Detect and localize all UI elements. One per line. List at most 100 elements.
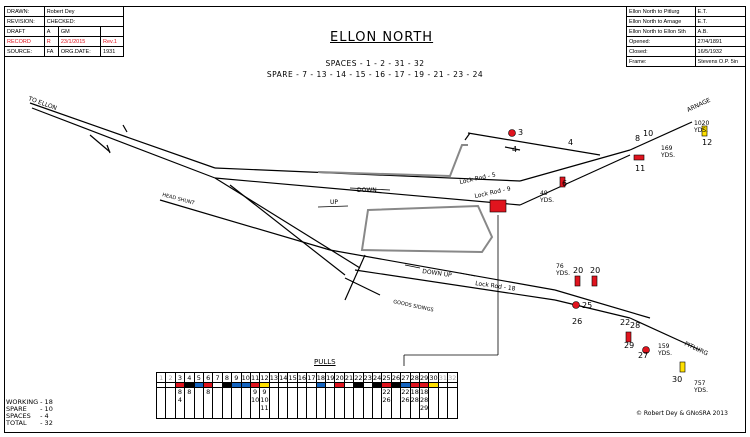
track-main-upper bbox=[29, 102, 216, 169]
lever-pulls bbox=[240, 387, 251, 419]
lever-label-20b: 20 bbox=[590, 266, 600, 275]
signal-25 bbox=[572, 301, 580, 309]
lever-pulls bbox=[343, 387, 355, 419]
lever-label-10: 10 bbox=[643, 129, 653, 138]
lever-pulls bbox=[362, 387, 374, 419]
track-goods-sidings bbox=[344, 277, 381, 296]
spare-line: SPARE - 7 - 13 - 14 - 15 - 16 - 17 - 19 … bbox=[266, 70, 484, 79]
lever-label-12: 12 bbox=[702, 138, 712, 147]
signal-11 bbox=[633, 154, 645, 161]
track-goods-spur bbox=[344, 254, 366, 301]
yds-1020-value: 1020 bbox=[694, 120, 709, 127]
lever-label-11: 11 bbox=[635, 164, 645, 173]
yds-76-value: 76 bbox=[556, 263, 564, 270]
pulls-title: PULLS bbox=[314, 358, 336, 366]
lever-number: 14 bbox=[278, 372, 289, 383]
lever-pulls bbox=[437, 387, 449, 419]
track-down-arnage bbox=[519, 149, 631, 182]
lever-pulls bbox=[193, 387, 204, 419]
track-lower-branch bbox=[214, 177, 361, 269]
lever-number: 13 bbox=[268, 372, 280, 383]
label-lock-rod-9: Lock Rod - 9 bbox=[474, 185, 512, 200]
lever-pulls bbox=[212, 387, 223, 419]
lever-number: 22 bbox=[353, 372, 364, 383]
lever-number: 5 bbox=[193, 372, 204, 383]
lever-label-20a: 20 bbox=[573, 266, 583, 275]
lever-label-27: 27 bbox=[638, 351, 648, 360]
track-pitlurg-1 bbox=[554, 289, 651, 319]
drawing-frame bbox=[4, 6, 746, 433]
lever-number: 1 bbox=[155, 372, 167, 383]
lever-label-6: 6 bbox=[562, 179, 567, 188]
lever-number: 3 bbox=[174, 372, 186, 383]
track-top-siding bbox=[467, 132, 601, 156]
yds-49-value: 49 bbox=[540, 190, 548, 197]
lever-number: 27 bbox=[400, 372, 411, 383]
lever-pulls: 8 bbox=[202, 387, 214, 419]
lever-number: 24 bbox=[371, 372, 383, 383]
count-value: - 4 bbox=[40, 412, 49, 420]
label-lock-rod-5: Lock Rod - 5 bbox=[459, 171, 497, 186]
buffer-stop-2 bbox=[122, 124, 128, 133]
track-siding-branch bbox=[504, 146, 521, 151]
lever-pulls bbox=[390, 387, 402, 419]
lever-number: 15 bbox=[287, 372, 298, 383]
lever-pulls bbox=[221, 387, 233, 419]
signal-30 bbox=[679, 361, 686, 373]
lever-number: 23 bbox=[362, 372, 374, 383]
lever-pulls bbox=[287, 387, 298, 419]
signal-6 bbox=[559, 176, 566, 188]
yds-49-unit: YDS. bbox=[539, 197, 554, 204]
lever-number: 2 bbox=[165, 372, 176, 383]
yds-1020-unit: YDS. bbox=[693, 127, 708, 134]
buffer-stop-3 bbox=[106, 144, 111, 154]
lever-pulls bbox=[296, 387, 308, 419]
lever-number: 31 bbox=[437, 372, 449, 383]
track-up-arnage bbox=[519, 154, 631, 206]
lever-pulls bbox=[165, 387, 176, 419]
signal-20a bbox=[574, 275, 581, 287]
lever-pulls bbox=[155, 387, 167, 419]
track-pitlurg-lower bbox=[354, 269, 556, 301]
yds-757-value: 757 bbox=[694, 380, 706, 387]
orig-date-value: 1931 bbox=[100, 46, 124, 57]
page-title: ELLON NORTH bbox=[330, 30, 434, 45]
label-to-pitlurg: PITLURG bbox=[683, 340, 709, 357]
lever-number: 4 bbox=[184, 372, 195, 383]
track-up-main bbox=[214, 177, 521, 206]
signal-12 bbox=[701, 125, 708, 137]
count-value: - 10 bbox=[40, 405, 53, 413]
lever-label-22: 22 bbox=[620, 318, 630, 327]
lever-number: 19 bbox=[325, 372, 336, 383]
label-goods-sidings: GOODS SIDINGS bbox=[393, 299, 434, 313]
yds-169-unit: YDS. bbox=[660, 152, 675, 159]
track-lower-branch-2 bbox=[229, 184, 346, 276]
yds-159-value: 159 bbox=[658, 343, 670, 350]
count-value: - 32 bbox=[40, 419, 53, 427]
lever-number: 10 bbox=[240, 372, 251, 383]
up-arrow bbox=[317, 205, 349, 208]
yds-159-unit: YDS. bbox=[657, 350, 672, 357]
yds-757-unit: YDS. bbox=[693, 387, 708, 394]
count-value: - 18 bbox=[40, 398, 53, 406]
frame-value: Stevens O.P. 5in bbox=[694, 56, 747, 67]
down-arrow bbox=[349, 187, 391, 191]
count-label: SPARE bbox=[6, 405, 27, 413]
yds-169-value: 169 bbox=[661, 145, 673, 152]
lever-number: 30 bbox=[428, 372, 439, 383]
track-to-pitlurg bbox=[629, 317, 701, 351]
platform-down bbox=[317, 144, 468, 178]
label-to-arnage: ARNAGE bbox=[686, 97, 712, 114]
spaces-line: SPACES - 1 - 2 - 31 - 32 bbox=[325, 59, 425, 68]
lever-label-26: 26 bbox=[572, 317, 582, 326]
lever-label-25: 25 bbox=[582, 301, 592, 310]
lever-number: 26 bbox=[390, 372, 402, 383]
lever-pulls bbox=[278, 387, 289, 419]
